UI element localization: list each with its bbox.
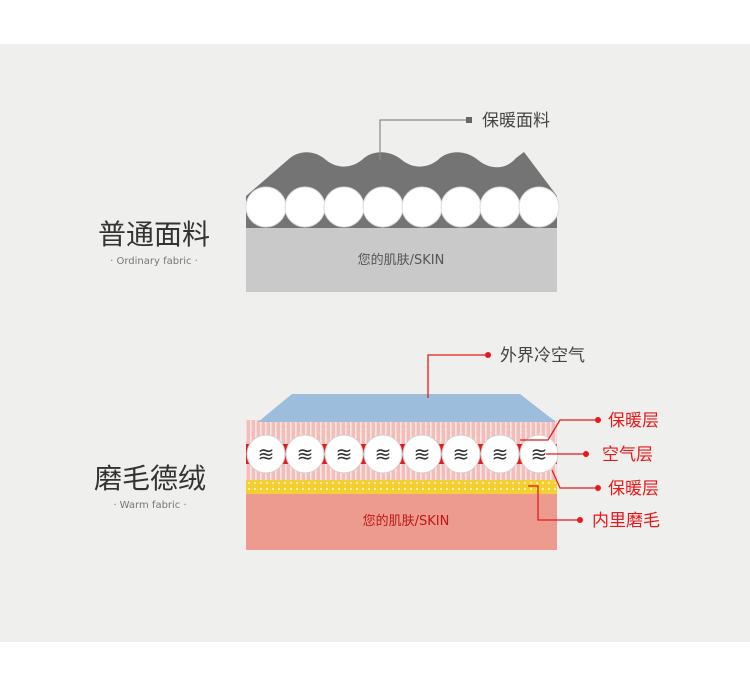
warm-layer-bottom-label: 保暖层 (608, 479, 659, 499)
ordinary-title: 普通面料 (98, 218, 210, 251)
ordinary-subtitle: · Ordinary fabric · (110, 256, 198, 267)
fiber-circle (518, 186, 560, 228)
air-bubble (324, 434, 364, 474)
air-bubble (246, 434, 286, 474)
warm-fabric-diagram: ≋ ≋ ≋ ≋ ≋ ≋ ≋ ≋ 您的肌肤/SKIN 外界冷空气 保暖层 空气层 … (94, 346, 660, 550)
fiber-circle (479, 186, 521, 228)
fiber-circle (440, 186, 482, 228)
wave-icon: ≋ (258, 442, 275, 466)
warm-outer-layer (258, 394, 556, 422)
warm-skin-layer (246, 492, 557, 550)
wave-icon: ≋ (336, 442, 353, 466)
cold-air-leader-line (427, 354, 488, 398)
ordinary-skin-layer (246, 222, 557, 292)
fiber-circle (284, 186, 326, 228)
fiber-circle (401, 186, 443, 228)
ordinary-layer-leader-line (379, 119, 466, 160)
air-bubble (363, 434, 403, 474)
fiber-circle (245, 186, 287, 228)
brushed-lining-label: 内里磨毛 (592, 511, 660, 531)
cold-air-leader-dot (485, 352, 491, 358)
cold-air-label: 外界冷空气 (500, 346, 585, 366)
warm-title: 磨毛德绒 (94, 462, 206, 495)
warm-fuzz-layer (246, 478, 557, 494)
background-panel (0, 44, 750, 642)
air-bubble (285, 434, 325, 474)
ordinary-layer-label: 保暖面料 (482, 111, 550, 131)
wave-icon: ≋ (531, 442, 548, 466)
brushed-lining-leader-line (528, 485, 580, 521)
wave-icon: ≋ (414, 442, 431, 466)
warm-bubble-wave-symbols: ≋ ≋ ≋ ≋ ≋ ≋ ≋ ≋ (258, 442, 548, 466)
callout-dot (577, 517, 583, 523)
ordinary-fiber-circles (245, 186, 560, 228)
wave-icon: ≋ (492, 442, 509, 466)
air-bubble (441, 434, 481, 474)
warm-skin-label: 您的肌肤/SKIN (363, 513, 450, 529)
ordinary-fabric-diagram: 您的肌肤/SKIN 保暖面料 普通面料 · Ordinary fabric · (98, 111, 560, 292)
air-bubble (402, 434, 442, 474)
warm-subtitle: · Warm fabric · (113, 500, 186, 511)
wave-icon: ≋ (453, 442, 470, 466)
ordinary-skin-label: 您的肌肤/SKIN (358, 252, 445, 268)
ordinary-leader-dot (466, 117, 472, 123)
air-bubble (480, 434, 520, 474)
warm-layer-bottom-leader-line (551, 469, 598, 489)
wave-icon: ≋ (375, 442, 392, 466)
air-layer-label: 空气层 (602, 445, 653, 465)
fiber-circle (362, 186, 404, 228)
warm-layer-top-label: 保暖层 (608, 411, 659, 431)
fiber-circle (323, 186, 365, 228)
callout-dot (595, 485, 601, 491)
wave-icon: ≋ (297, 442, 314, 466)
callout-dot (583, 451, 589, 457)
callout-dot (595, 417, 601, 423)
warm-air-bubbles (246, 434, 559, 474)
warm-layer-top-leader-line (520, 419, 598, 441)
